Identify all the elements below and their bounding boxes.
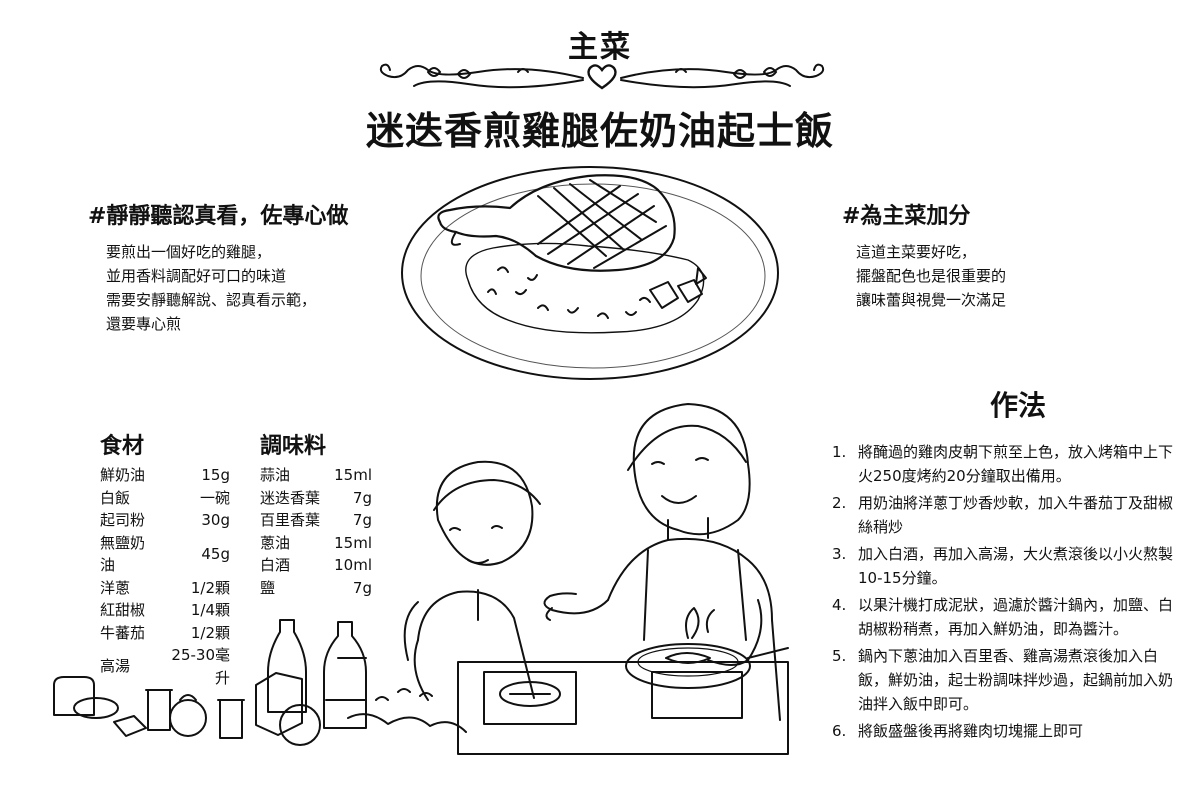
seasonings-table: 蒜油 15ml 迷迭香葉 7g 百里香葉 7g 蔥油 15ml 白酒 10ml 鹽 7g	[260, 464, 372, 599]
cooking-scene-illustration	[53, 403, 789, 755]
right-note-line: 讓味蕾與視覺一次滿足	[856, 291, 1007, 309]
ingredient-row: 鮮奶油 15g	[100, 464, 230, 487]
plate-illustration	[401, 166, 779, 380]
ingredient-row: 白飯 一碗	[100, 487, 230, 510]
step-number: 1.	[832, 443, 847, 461]
method-step: 4. 以果汁機打成泥狀，過濾於醬汁鍋內，加鹽、白胡椒粉稍煮，再加入鮮奶油，即為醬汁…	[832, 593, 1178, 641]
ingredient-name: 紅甜椒	[100, 601, 146, 619]
seasoning-name: 蔥油	[260, 533, 291, 552]
ingredients-heading: 食材	[100, 434, 145, 459]
step-number: 4.	[832, 596, 847, 614]
seasoning-name: 鹽	[260, 578, 276, 597]
seasoning-row: 蒜油 15ml	[260, 464, 372, 487]
ingredient-amount: 25-30毫升	[171, 646, 230, 687]
step-text: 加入白酒，再加入高湯，大火煮滾後以小火熬製10-15分鐘。	[858, 545, 1174, 587]
right-note-heading: #為主菜加分	[842, 204, 971, 229]
right-note-line: 這道主菜要好吃，	[856, 243, 977, 261]
seasoning-amount: 7g	[352, 488, 372, 507]
method-step: 5. 鍋內下蔥油加入百里香、雞高湯煮滾後加入白飯，鮮奶油，起士粉調味拌炒過，起鍋前…	[832, 644, 1178, 716]
seasonings-heading: 調味料	[260, 434, 327, 459]
category-label: 主菜	[568, 30, 632, 65]
step-number: 2.	[832, 494, 847, 512]
ingredient-amount: 30g	[201, 511, 230, 529]
step-number: 3.	[832, 545, 847, 563]
step-text: 將飯盛盤後再將雞肉切塊擺上即可	[858, 722, 1084, 740]
step-text: 用奶油將洋蔥丁炒香炒軟，加入牛番茄丁及甜椒絲稍炒	[858, 494, 1174, 536]
ingredient-name: 高湯	[100, 657, 131, 676]
seasoning-name: 百里香葉	[260, 511, 321, 529]
seasoning-name: 迷迭香葉	[260, 488, 321, 507]
ingredient-row: 無鹽奶油 45g	[100, 532, 230, 577]
seasoning-amount: 7g	[352, 578, 372, 597]
ingredient-amount: 1/4顆	[190, 601, 230, 619]
seasoning-amount: 15ml	[334, 533, 372, 552]
step-text: 以果汁機打成泥狀，過濾於醬汁鍋內，加鹽、白胡椒粉稍煮，再加入鮮奶油，即為醬汁。	[858, 596, 1174, 638]
method-step: 3. 加入白酒，再加入高湯，大火煮滾後以小火熬製10-15分鐘。	[832, 542, 1178, 590]
right-note-line: 擺盤配色也是很重要的	[856, 267, 1007, 285]
seasoning-row: 蔥油 15ml	[260, 532, 372, 555]
ingredient-amount: 15g	[201, 466, 230, 484]
step-text: 將醃過的雞肉皮朝下煎至上色，放入烤箱中上下火250度烤約20分鐘取出備用。	[858, 443, 1174, 485]
seasoning-row: 鹽 7g	[260, 577, 372, 600]
ingredients-table: 鮮奶油 15g 白飯 一碗 起司粉 30g 無鹽奶油 45g 洋蔥 1/2顆 紅甜椒 1/4…	[100, 464, 230, 689]
ingredient-row: 牛蕃茄 1/2顆	[100, 622, 230, 645]
ingredient-amount: 1/2顆	[190, 578, 230, 597]
step-number: 6.	[832, 722, 847, 740]
recipe-title: 迷迭香煎雞腿佐奶油起士飯	[365, 109, 834, 153]
heart-scroll-ornament-icon	[379, 63, 825, 90]
ingredient-name: 鮮奶油	[100, 466, 146, 484]
ingredient-name: 起司粉	[100, 511, 146, 529]
seasoning-amount: 15ml	[334, 466, 372, 484]
ingredient-row: 洋蔥 1/2顆	[100, 577, 230, 600]
ingredient-name: 白飯	[100, 488, 131, 507]
ingredient-name: 牛蕃茄	[100, 623, 146, 642]
ingredient-row: 高湯 25-30毫升	[100, 644, 230, 689]
seasoning-name: 白酒	[260, 556, 291, 574]
method-steps: 1.將醃過的雞肉皮朝下煎至上色，放入烤箱中上下火250度烤約20分鐘取出備用。 …	[832, 440, 1178, 746]
left-note-line: 還要專心煎	[106, 315, 182, 333]
method-step: 1. 將醃過的雞肉皮朝下煎至上色，放入烤箱中上下火250度烤約20分鐘取出備用。	[832, 440, 1178, 488]
right-note-text: 這道主菜要好吃， 擺盤配色也是很重要的 讓味蕾與視覺一次滿足	[856, 240, 1006, 312]
seasoning-amount: 7g	[352, 511, 372, 529]
seasoning-name: 蒜油	[260, 466, 291, 484]
seasoning-row: 白酒 10ml	[260, 554, 372, 577]
seasoning-row: 百里香葉 7g	[260, 509, 372, 532]
left-note-heading: #靜靜聽認真看，佐專心做	[88, 204, 349, 229]
method-heading: 作法	[990, 389, 1047, 422]
seasoning-amount: 10ml	[334, 556, 372, 574]
left-note-line: 需要安靜聽解說、認真看示範，	[106, 291, 317, 309]
ingredient-row: 紅甜椒 1/4顆	[100, 599, 230, 622]
method-step: 6. 將飯盛盤後再將雞肉切塊擺上即可	[832, 719, 1178, 743]
ingredient-name: 無鹽奶油	[100, 533, 146, 575]
ingredient-amount: 1/2顆	[190, 623, 230, 642]
step-text: 鍋內下蔥油加入百里香、雞高湯煮滾後加入白飯，鮮奶油，起士粉調味拌炒過，起鍋前加入…	[858, 647, 1174, 713]
ingredient-name: 洋蔥	[100, 578, 131, 597]
method-step: 2. 用奶油將洋蔥丁炒香炒軟，加入牛番茄丁及甜椒絲稍炒	[832, 491, 1178, 539]
seasoning-row: 迷迭香葉 7g	[260, 487, 372, 510]
left-note-text: 要煎出一個好吃的雞腿， 並用香料調配好可口的味道 需要安靜聽解說、認真看示範， …	[106, 240, 316, 336]
step-number: 5.	[832, 647, 847, 665]
ingredient-amount: 45g	[201, 544, 230, 563]
ingredient-amount: 一碗	[199, 488, 230, 507]
ingredient-row: 起司粉 30g	[100, 509, 230, 532]
left-note-line: 並用香料調配好可口的味道	[106, 267, 287, 285]
left-note-line: 要煎出一個好吃的雞腿，	[106, 243, 272, 261]
